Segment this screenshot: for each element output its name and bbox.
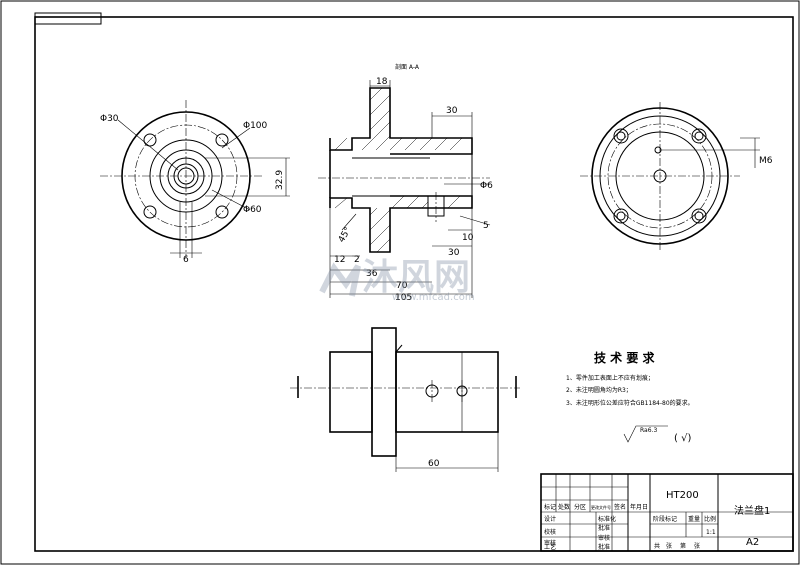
tb-drawing-size: A2 xyxy=(746,537,759,548)
dim-chamfer45: 45° xyxy=(337,226,354,245)
tb-mid-label-2: 审核 xyxy=(598,534,610,542)
watermark-text: 沐风网 xyxy=(362,257,470,298)
tb-left-label-0: 设计 xyxy=(544,515,556,523)
front-view xyxy=(100,100,290,258)
tb-left-label-2: 审核 xyxy=(544,539,556,547)
tb-scale-label: 比例 xyxy=(704,515,716,523)
tb-row-label-5: 年月日 xyxy=(630,503,648,511)
tech-item-1: 1、零件加工表面上不应有划痕； xyxy=(566,374,654,382)
dim-top30: 30 xyxy=(446,106,458,116)
tech-item-2: 2、未注明圆角均为R3； xyxy=(566,386,632,394)
tb-mid-label-0: 标准化 xyxy=(598,515,616,523)
section-label: 剖面 A-A xyxy=(395,63,420,71)
title-block xyxy=(540,473,794,552)
tb-scale-value: 1:1 xyxy=(706,529,716,536)
tb-row-label-1: 处数 xyxy=(558,503,570,511)
watermark-logo xyxy=(319,262,361,297)
tb-row-label-2: 分区 xyxy=(574,503,586,511)
dim-right5: 5 xyxy=(483,221,489,231)
tb-mid-label-1: 批准 xyxy=(598,524,610,532)
tech-item-3: 3、未注明形位公差应符合GB1184-80的要求。 xyxy=(566,399,694,407)
dim-b2: 2 xyxy=(354,255,360,265)
roughness-paren: ( √) xyxy=(674,433,691,444)
tb-row-label-4: 签名 xyxy=(614,503,626,511)
dim-top18: 18 xyxy=(376,77,388,87)
tb-part-name: 法兰盘1 xyxy=(734,504,770,517)
tb-left-label-1: 校核 xyxy=(544,528,556,536)
tb-sheet-nth: 第 xyxy=(680,542,686,550)
dim-hole6: Φ6 xyxy=(480,181,493,191)
inner-border xyxy=(34,16,794,552)
dim-len60: 60 xyxy=(428,459,440,469)
corner-box xyxy=(34,12,102,25)
bottom-view xyxy=(290,327,520,472)
dim-m6: M6 xyxy=(759,156,773,166)
watermark-url: www.mfcad.com xyxy=(392,292,475,303)
tb-left-label-3: 工艺 xyxy=(544,543,556,551)
dim-d100: Φ100 xyxy=(243,121,268,131)
dim-w6: 6 xyxy=(183,255,189,265)
tech-title: 技 术 要 求 xyxy=(594,350,656,365)
tb-sheet-unit2: 张 xyxy=(694,542,700,550)
dim-bottom30: 30 xyxy=(448,248,460,258)
tb-sheet-total: 共 xyxy=(654,542,660,550)
tb-row-label-0: 标记 xyxy=(544,503,556,511)
dim-b105: 105 xyxy=(395,293,412,303)
section-view xyxy=(318,80,491,298)
dim-b36: 36 xyxy=(366,269,378,279)
dim-d30: Φ30 xyxy=(100,114,119,124)
dim-d60: Φ60 xyxy=(243,205,262,215)
side-view xyxy=(580,102,760,252)
dim-b12: 12 xyxy=(334,255,345,265)
tb-weight-label: 重量 xyxy=(688,515,700,523)
tb-stage-label: 阶段标记 xyxy=(653,515,677,523)
tb-row-label-3: 更改文件号 xyxy=(591,504,611,510)
roughness-symbol xyxy=(623,425,668,443)
dim-h32-9: 32.9 xyxy=(275,170,285,190)
roughness-label: Ra6.3 xyxy=(640,427,657,434)
dim-b70: 70 xyxy=(396,281,408,291)
tb-mid-label-3: 批准 xyxy=(598,543,610,551)
dim-right10: 10 xyxy=(462,233,474,243)
tb-sheet-unit1: 张 xyxy=(666,542,672,550)
tb-material: HT200 xyxy=(666,490,699,501)
